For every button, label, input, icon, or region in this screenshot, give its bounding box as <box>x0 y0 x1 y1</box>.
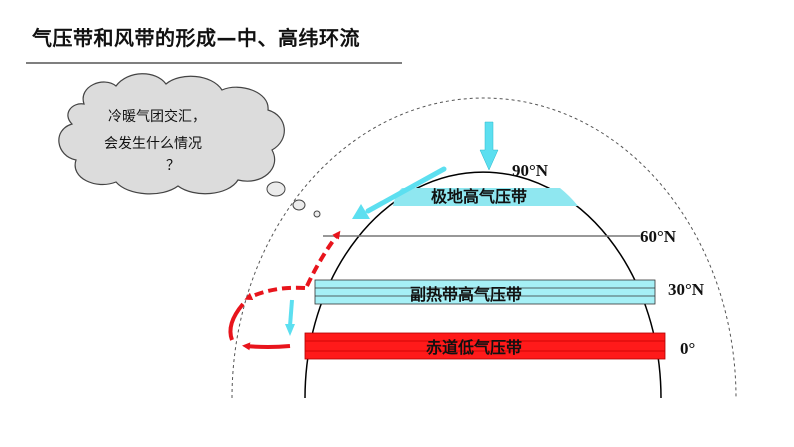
thought-trail-bubble-small <box>313 210 321 218</box>
atmosphere-boundary <box>231 97 737 399</box>
thought-line-3: ？ <box>166 158 180 174</box>
latitude-label-60n: 60°N <box>640 227 677 246</box>
latitude-label-0: 0° <box>680 339 695 358</box>
thought-trail-bubble-large <box>266 181 286 197</box>
thought-trail-bubble-medium <box>292 199 306 211</box>
subtropical-descending-arrow-icon <box>285 299 295 336</box>
title-underline <box>26 62 402 64</box>
latitude-label-90n: 90°N <box>512 161 549 180</box>
polar-high-band <box>393 188 578 206</box>
polar-descending-arrow-icon <box>479 121 499 171</box>
mid-latitude-cell-side-arrow-icon <box>228 302 245 341</box>
equatorial-low-label: 赤道低气压带 <box>426 338 522 357</box>
subtropical-high-label: 副热带高气压带 <box>410 285 522 304</box>
subtropical-high-band <box>314 279 656 305</box>
mid-latitude-cell-lower-arrow-icon <box>242 342 291 351</box>
thought-cloud: 冷暖气团交汇， 会发生什么情况 ？ <box>58 73 285 195</box>
thought-line-2: 会发生什么情况 <box>104 136 202 152</box>
polar-high-label: 极地高气压带 <box>431 187 527 206</box>
mid-latitude-cell-upper-arrow-icon <box>244 285 306 300</box>
thought-line-1: 冷暖气团交汇， <box>108 108 206 125</box>
page-title: 气压带和风带的形成—中、高纬环流 <box>32 26 360 50</box>
warm-rising-arrow-icon <box>305 230 341 287</box>
polar-easterly-arrow-icon <box>352 166 447 219</box>
latitude-label-30n: 30°N <box>668 280 705 299</box>
equatorial-low-band <box>304 332 666 360</box>
